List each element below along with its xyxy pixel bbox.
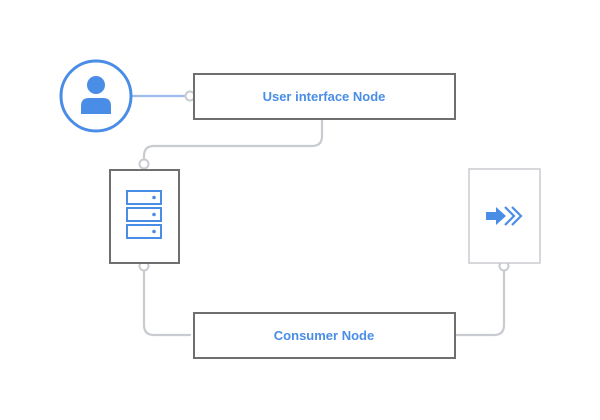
connector-consumer-to-forward — [454, 268, 506, 337]
server-rack-icon — [126, 190, 162, 239]
consumer-node-label: Consumer Node — [274, 328, 374, 343]
consumer-node: Consumer Node — [193, 312, 456, 359]
server-node — [109, 169, 180, 264]
connector-server-to-consumer — [142, 268, 192, 337]
connector-ui-to-server — [142, 118, 324, 166]
connector-endpoint — [138, 158, 150, 170]
user-avatar-icon — [59, 59, 133, 133]
forward-node — [468, 168, 541, 264]
user-interface-node-label: User interface Node — [263, 89, 386, 104]
forward-arrows-icon — [486, 206, 523, 226]
user-interface-node: User interface Node — [193, 73, 456, 120]
